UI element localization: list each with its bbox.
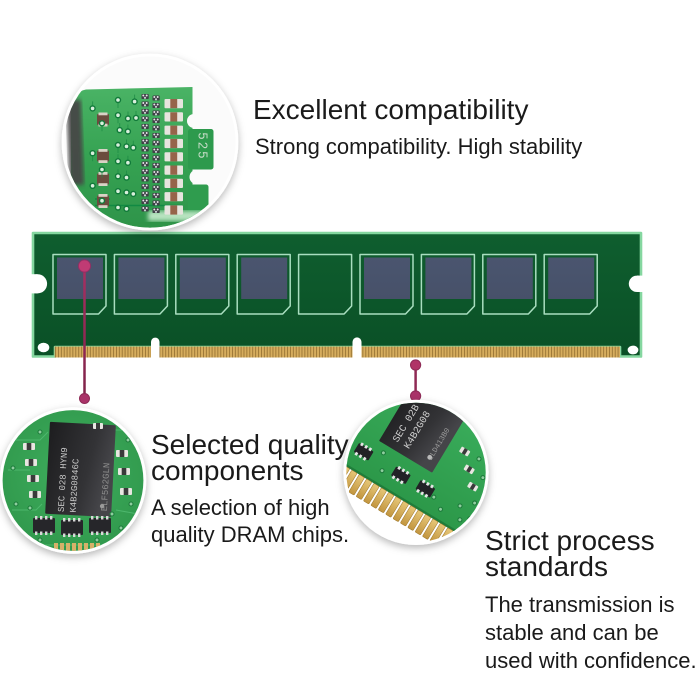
svg-text:SEC 028 HYN9: SEC 028 HYN9	[57, 447, 70, 512]
svg-text:K4B2G0846C: K4B2G0846C	[69, 458, 82, 513]
svg-text:525: 525	[196, 133, 210, 161]
svg-text:ELF562GLN: ELF562GLN	[100, 463, 113, 512]
